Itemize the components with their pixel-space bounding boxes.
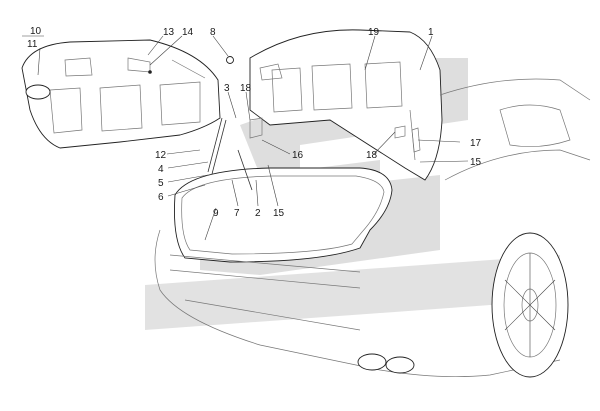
trunk-opening-seal <box>174 167 393 263</box>
callout-1: 1 <box>428 27 434 38</box>
callout-18-upper: 18 <box>240 83 252 94</box>
callout-17: 17 <box>470 138 482 149</box>
lid-lining-panel <box>21 39 221 149</box>
leader-lines <box>22 35 469 241</box>
callout-9: 9 <box>213 208 219 219</box>
rear-wheel <box>491 232 569 378</box>
callout-16: 16 <box>292 150 304 161</box>
callout-8: 8 <box>210 27 216 38</box>
gas-struts <box>207 117 421 191</box>
callout-7: 7 <box>234 208 240 219</box>
callout-19: 19 <box>368 27 380 38</box>
callout-13: 13 <box>163 27 175 38</box>
car-body <box>154 78 591 378</box>
callout-6: 6 <box>158 192 164 203</box>
callout-15-lower: 15 <box>273 208 285 219</box>
callout-4: 4 <box>158 164 164 175</box>
callout-14: 14 <box>182 27 194 38</box>
callout-15-right: 15 <box>470 157 482 168</box>
callout-labels: 10 11 13 14 8 19 1 3 18 12 4 5 6 7 2 9 1… <box>27 26 482 219</box>
callout-3: 3 <box>224 83 230 94</box>
callout-12: 12 <box>155 150 167 161</box>
callout-10: 10 <box>30 26 42 37</box>
trunk-lid <box>226 29 443 181</box>
callout-5: 5 <box>158 178 164 189</box>
callout-2: 2 <box>255 208 261 219</box>
callout-11: 11 <box>27 39 38 50</box>
callout-18-lower: 18 <box>366 150 378 161</box>
